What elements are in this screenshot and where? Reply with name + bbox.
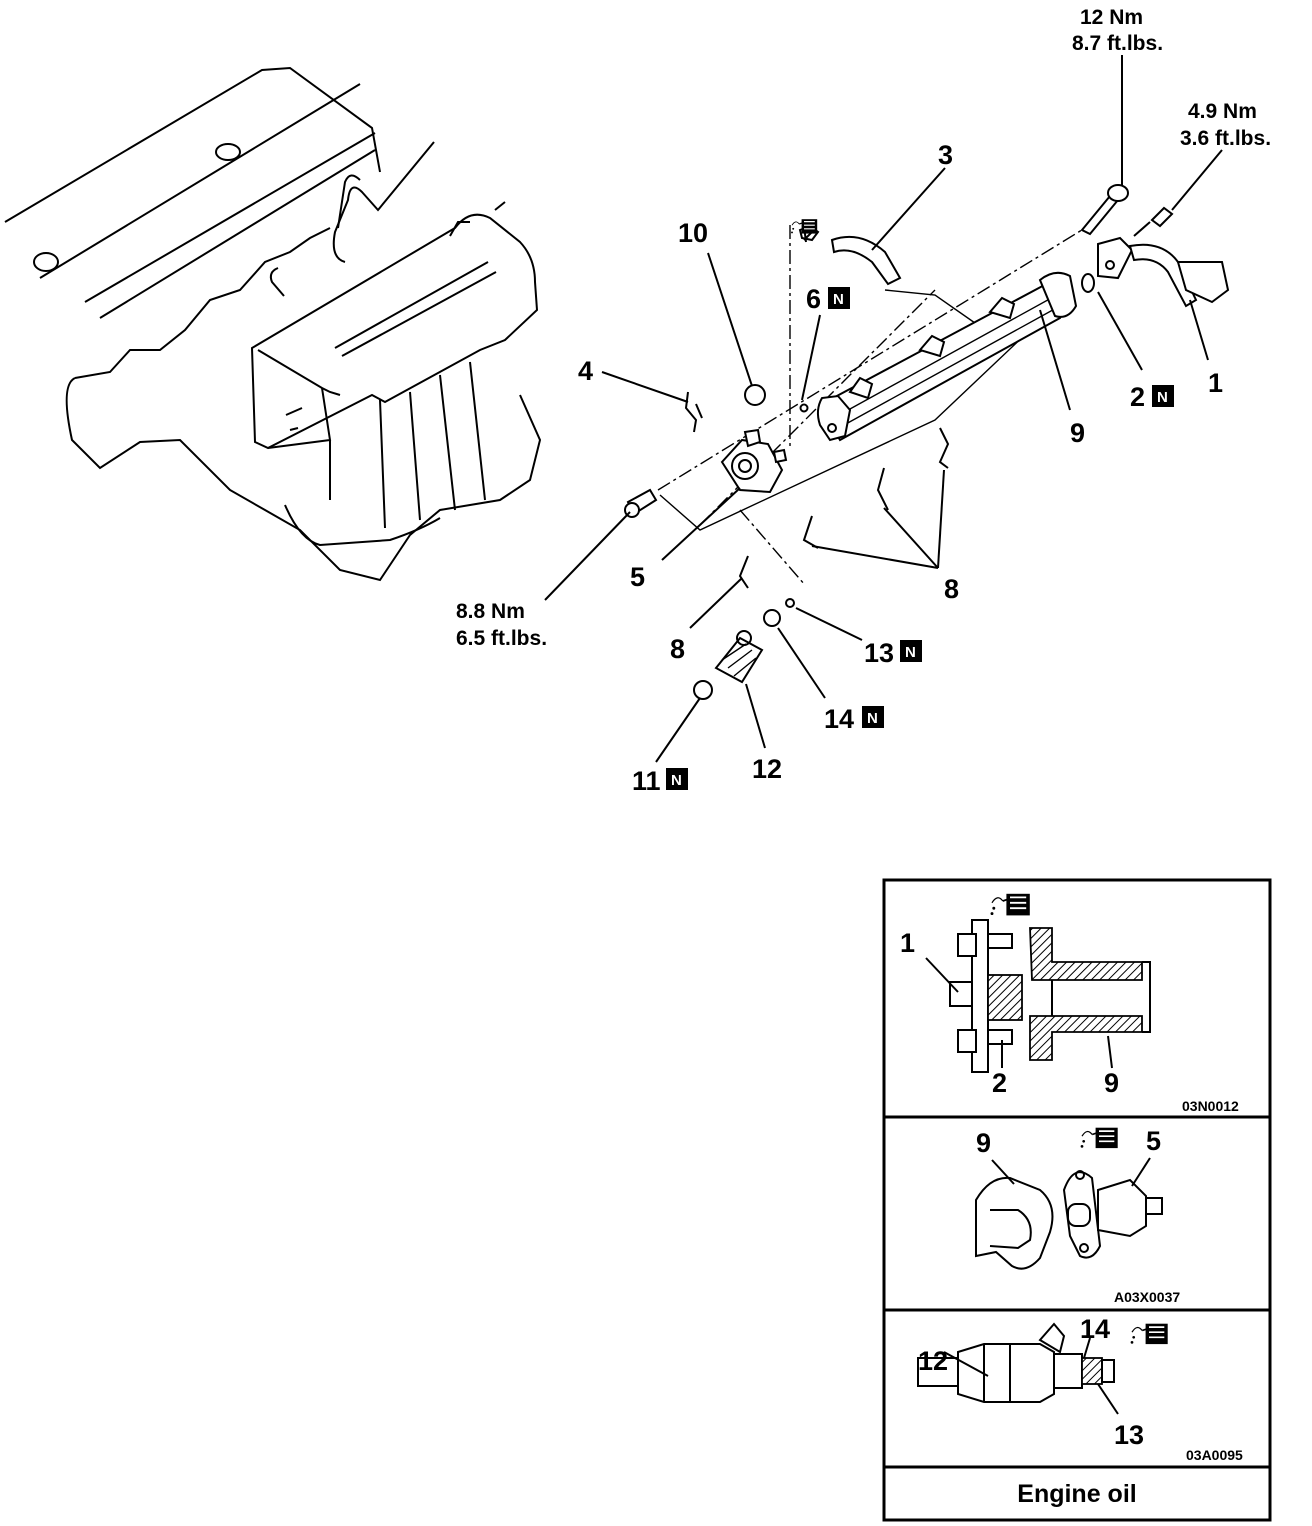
inset2-code: A03X0037 — [1114, 1289, 1180, 1305]
svg-text:N: N — [671, 772, 682, 789]
callout-11: 11 — [632, 766, 661, 796]
torque-right-nm: 4.9 Nm — [1188, 100, 1257, 123]
inset-box: 1 2 9 03N0012 9 5 A03X0037 — [882, 878, 1272, 1522]
svg-text:N: N — [867, 710, 878, 727]
callout-12: 12 — [752, 754, 782, 784]
oil-can-icon — [790, 218, 818, 235]
callout-10: 10 — [678, 218, 708, 248]
callout-9: 9 — [1070, 418, 1085, 448]
inset-panel-1: 1 2 9 03N0012 — [900, 892, 1239, 1114]
callout-8: 8 — [944, 574, 959, 604]
inset3-label-12: 12 — [918, 1346, 948, 1376]
inset-panel-2: 9 5 A03X0037 — [975, 1126, 1180, 1305]
new-part-icon: N — [666, 768, 688, 790]
torque-left-ft: 6.5 ft.lbs. — [456, 627, 547, 650]
svg-text:N: N — [905, 644, 916, 661]
inset-caption: Engine oil — [1017, 1480, 1136, 1508]
callout-3: 3 — [938, 140, 953, 170]
svg-text:N: N — [1157, 389, 1168, 406]
inset-panel-3: 12 14 13 03A0095 — [917, 1314, 1243, 1463]
new-part-icon: N — [862, 706, 884, 728]
inset1-code: 03N0012 — [1182, 1098, 1239, 1114]
callout-13: 13 — [864, 638, 894, 668]
inset1-label-1: 1 — [900, 928, 915, 958]
leader-lines — [544, 55, 1223, 763]
inset1-label-2: 2 — [992, 1068, 1007, 1098]
new-part-icon: N — [1152, 385, 1174, 407]
torque-top-ft: 8.7 ft.lbs. — [1072, 32, 1163, 55]
inset3-code: 03A0095 — [1186, 1447, 1243, 1463]
callout-14: 14 — [824, 704, 854, 734]
fuel-rail-assembly — [624, 184, 1230, 700]
inset3-label-13: 13 — [1114, 1420, 1144, 1450]
callout-1: 1 — [1208, 368, 1223, 398]
callout-2: 2 — [1130, 382, 1145, 412]
inset2-label-5: 5 — [1146, 1126, 1161, 1156]
inset2-label-9: 9 — [976, 1128, 991, 1158]
engine-block-illustration — [4, 66, 542, 582]
callout-4: 4 — [578, 356, 593, 386]
torque-right-ft: 3.6 ft.lbs. — [1180, 127, 1271, 150]
new-part-icon: N — [900, 640, 922, 662]
callout-6: 6 — [806, 284, 821, 314]
torque-left-nm: 8.8 Nm — [456, 600, 525, 623]
callout-5: 5 — [630, 562, 645, 592]
svg-text:N: N — [833, 291, 844, 308]
torque-top-nm: 12 Nm — [1080, 6, 1143, 29]
new-part-icon: N — [828, 287, 850, 309]
callout-labels: 12 Nm 8.7 ft.lbs. 4.9 Nm 3.6 ft.lbs. 8.8… — [456, 6, 1271, 796]
inset3-label-14: 14 — [1080, 1314, 1110, 1344]
callout-8: 8 — [670, 634, 685, 664]
inset1-label-9: 9 — [1104, 1068, 1119, 1098]
